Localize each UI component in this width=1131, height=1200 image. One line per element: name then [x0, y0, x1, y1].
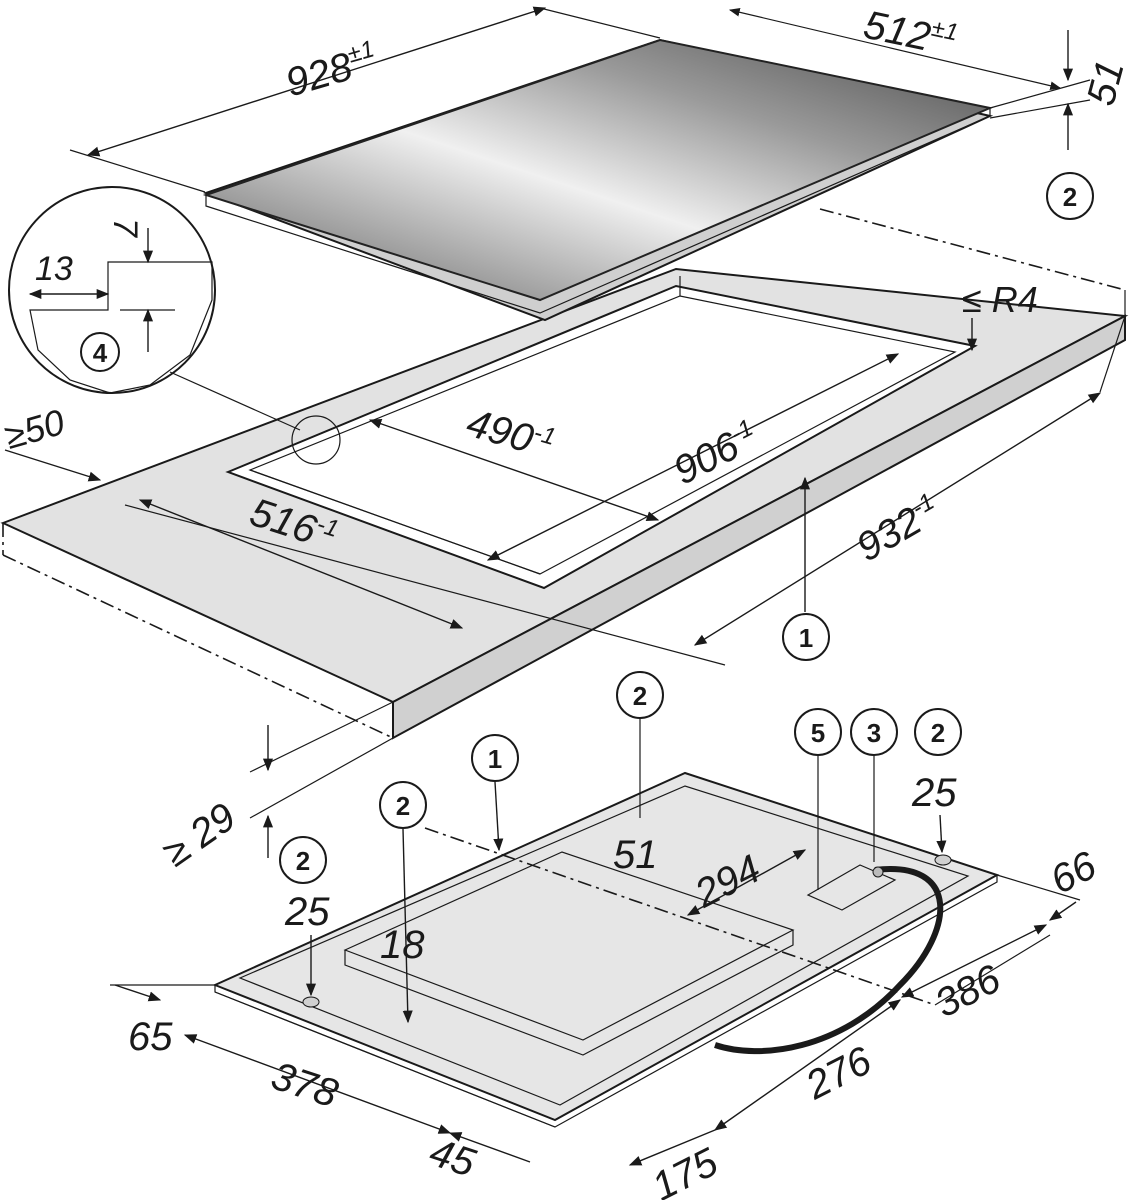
dimline-928 — [86, 6, 547, 157]
dim-51: 51 — [1079, 56, 1131, 110]
dimline-65 — [114, 984, 162, 1002]
dimline-386 — [900, 924, 1048, 998]
dimline-175 — [628, 1129, 716, 1166]
dim-bottom-175: 175 — [645, 1140, 725, 1200]
detail-callout: 13 7 4 — [8, 186, 341, 465]
hob-edge — [205, 108, 991, 314]
connection-box — [806, 864, 897, 911]
callout-5: 5 — [811, 718, 825, 748]
callout-1-top-circle — [782, 613, 830, 661]
dim-bottom-45: 45 — [424, 1130, 481, 1186]
callout-2-top: 2 — [1063, 182, 1077, 212]
callout-2-center-circle — [379, 781, 427, 829]
ext-932 — [1099, 315, 1126, 393]
foot-left — [302, 996, 320, 1008]
dim-min-front: ≥50 — [0, 401, 69, 457]
ext-51-bottom — [989, 99, 1091, 119]
detail-leader — [169, 371, 301, 431]
ext-29-top — [249, 701, 394, 773]
dim-bottom-18: 18 — [380, 923, 425, 967]
worktop-broken-edge-front — [2, 554, 394, 739]
foot-right — [934, 854, 952, 866]
ext-51-top — [989, 79, 1091, 109]
dim-bottom-66: 66 — [1044, 843, 1104, 903]
dim-bottom-276: 276 — [798, 1038, 879, 1108]
dimline-906 — [486, 353, 900, 561]
dim-bottom-25-right: 25 — [911, 771, 957, 815]
ext-29-bottom — [249, 737, 394, 819]
dim-bottom-25-left: 25 — [284, 890, 330, 934]
dimline-932 — [693, 392, 1102, 646]
dim-bottom-386: 386 — [928, 956, 1008, 1026]
underside-block-edge — [344, 930, 794, 1056]
dim-bottom-65: 65 — [128, 1015, 173, 1059]
leader-callout-2-center — [402, 828, 413, 1024]
detail-marker-circle — [291, 415, 341, 465]
detail-7-label: 7 — [106, 218, 144, 238]
callout-1-bottom: 1 — [488, 744, 502, 774]
underside-callouts: 1 2 51 2 18 2 25 5 3 2 25 — [279, 671, 962, 1024]
callout-4-label: 4 — [93, 338, 108, 368]
centre-line — [424, 827, 936, 1006]
ext-928-right — [539, 7, 661, 39]
dimline-45 — [448, 1132, 531, 1163]
callout-1-bottom-circle — [471, 734, 519, 782]
dimline-276 — [713, 999, 902, 1131]
detail-13-label: 13 — [35, 250, 73, 288]
callout-3: 3 — [867, 718, 881, 748]
dimline-378 — [183, 1034, 452, 1134]
cable-clamp — [872, 866, 884, 878]
leader-foot-right — [936, 814, 947, 854]
ext-928-left — [69, 149, 206, 193]
callout-2-right: 2 — [931, 718, 945, 748]
dim-512: 512±1 — [860, 1, 961, 65]
callout-4-circle — [80, 332, 120, 372]
ext-66 — [996, 874, 1081, 901]
dimline-min-front — [4, 449, 102, 482]
dimline-516 — [138, 499, 464, 629]
dim-min-worktop: ≥ 29 — [155, 795, 244, 876]
dim-bottom-378: 378 — [266, 1054, 344, 1117]
dim-928: 928±1 — [280, 35, 382, 105]
dimline-66 — [1048, 901, 1077, 921]
callout-2-center: 2 — [396, 791, 410, 821]
callout-2-left-circle — [279, 836, 327, 884]
callout-2-mid: 2 — [633, 681, 647, 711]
dimline-512 — [728, 8, 1062, 90]
dim-932: 932-1 — [849, 488, 947, 570]
worktop-broken-edge-back — [819, 208, 1126, 291]
callout-2-left: 2 — [296, 846, 310, 876]
leader-callout-1-bottom — [493, 781, 504, 852]
worktop-front-edge — [392, 314, 1126, 740]
detail-section — [29, 261, 213, 394]
dim-r4: ≤ R4 — [962, 279, 1038, 320]
callout-2-top-circle — [1046, 172, 1094, 220]
callout-2-right-circle — [914, 708, 962, 756]
callout-1-top: 1 — [799, 623, 813, 653]
dimline-294 — [686, 849, 807, 916]
dim-bottom-51: 51 — [613, 833, 658, 877]
underside-inner-border — [238, 785, 970, 1106]
